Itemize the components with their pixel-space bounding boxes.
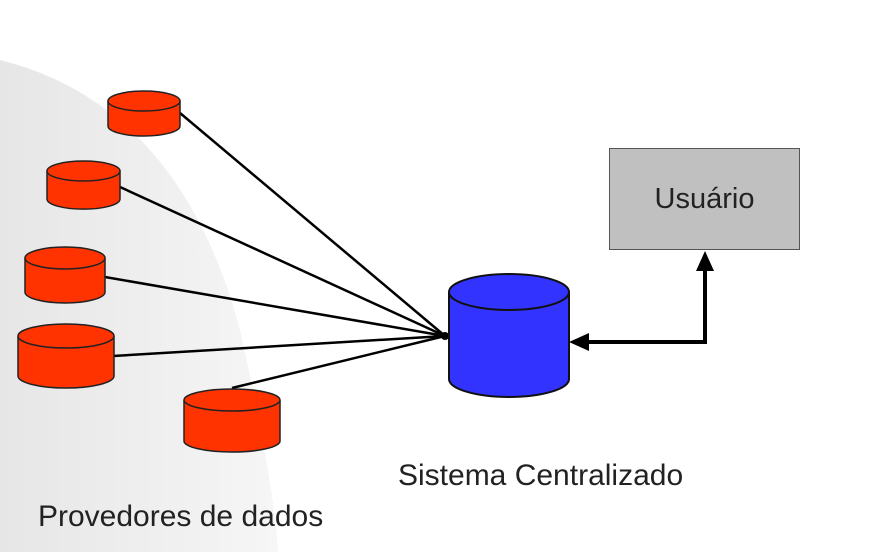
junction-dot — [441, 332, 449, 340]
provider-database-5 — [183, 388, 281, 453]
provider-database-1 — [107, 90, 181, 137]
user-box: Usuário — [609, 148, 800, 250]
provider-database-4 — [17, 323, 115, 389]
connector-5 — [231, 334, 446, 390]
connector-2 — [119, 185, 446, 338]
providers-label: Provedores de dados — [38, 500, 324, 533]
connector-4 — [112, 334, 446, 358]
arrow-up-icon — [696, 251, 714, 271]
user-connector — [569, 251, 714, 351]
user-label: Usuário — [654, 182, 755, 215]
central-database — [448, 273, 570, 398]
connector-3 — [104, 275, 446, 338]
connector-1 — [179, 112, 446, 337]
provider-connectors — [104, 112, 446, 390]
arrow-left-icon — [569, 333, 589, 351]
provider-database-2 — [46, 160, 121, 210]
central-system-label: Sistema Centralizado — [398, 459, 684, 492]
provider-database-3 — [24, 246, 106, 304]
